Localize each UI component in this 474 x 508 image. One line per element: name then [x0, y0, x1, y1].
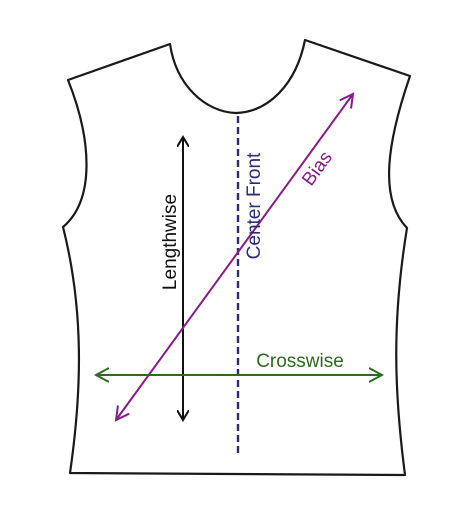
bias-arrow [116, 94, 353, 420]
lengthwise-label: Lengthwise [160, 194, 181, 290]
bodice-outline [61, 38, 412, 477]
center-front-label: Center Front [244, 152, 265, 259]
crosswise-label: Crosswise [256, 351, 344, 372]
